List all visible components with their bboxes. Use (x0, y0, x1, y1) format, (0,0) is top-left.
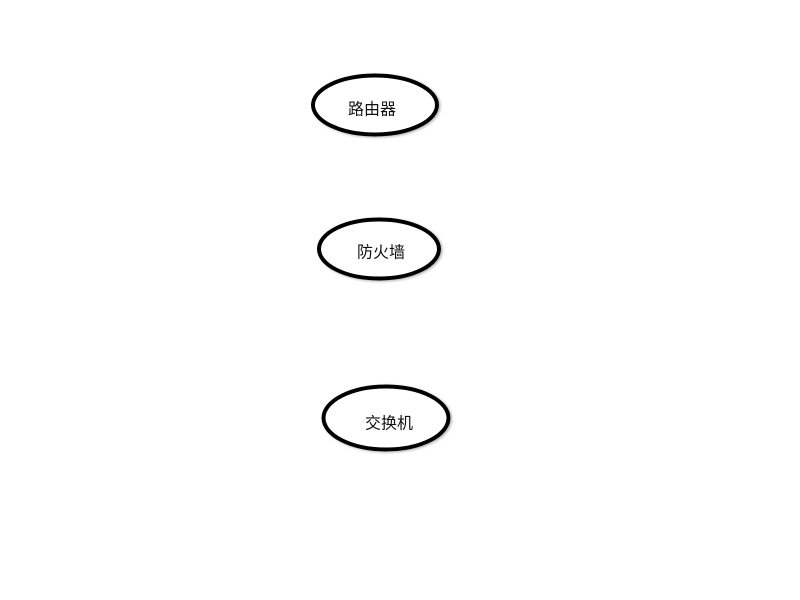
switch-label: 交换机 (365, 414, 413, 433)
router-label: 路由器 (348, 100, 396, 119)
switch-ellipse[interactable] (321, 384, 451, 452)
firewall-ellipse[interactable] (317, 217, 441, 281)
node-router[interactable]: 路由器 (311, 73, 439, 137)
firewall-label: 防火墙 (357, 243, 405, 262)
router-ellipse[interactable] (311, 73, 439, 137)
node-firewall[interactable]: 防火墙 (317, 217, 441, 281)
node-switch[interactable]: 交换机 (321, 384, 451, 452)
